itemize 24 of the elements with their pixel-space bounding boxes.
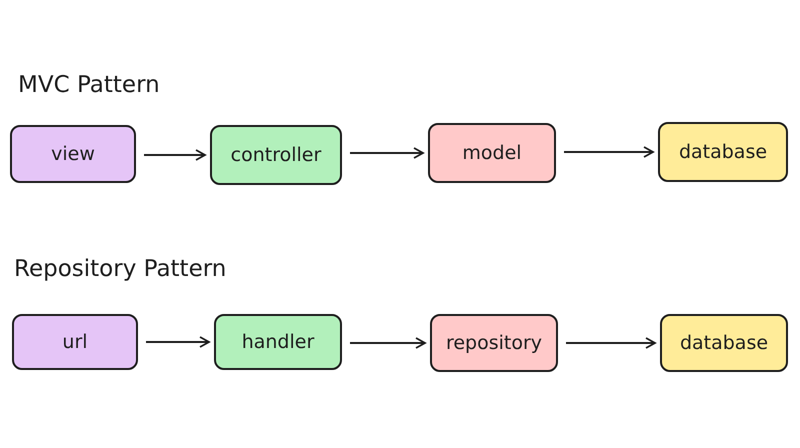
process-box (428, 123, 556, 183)
node-label: url (62, 331, 88, 353)
process-box (214, 314, 342, 370)
node-label: view (51, 143, 95, 165)
node-label: database (678, 141, 768, 163)
node-label: controller (230, 144, 322, 166)
section-heading: Repository Pattern (14, 256, 226, 282)
arrow (566, 337, 656, 349)
process-box (12, 314, 138, 370)
process-box (658, 122, 788, 182)
node-label: handler (242, 331, 314, 353)
arrow (350, 337, 426, 349)
node-label: model (462, 142, 522, 164)
arrow (144, 149, 206, 161)
node-label: repository (446, 332, 542, 354)
process-box (430, 314, 558, 372)
node-label: database (680, 332, 768, 354)
process-box (660, 314, 788, 372)
arrow (146, 336, 210, 348)
section-heading: MVC Pattern (18, 72, 160, 98)
arrow (564, 146, 654, 158)
process-box (10, 125, 136, 183)
process-box (210, 125, 342, 185)
arrow (350, 147, 424, 159)
